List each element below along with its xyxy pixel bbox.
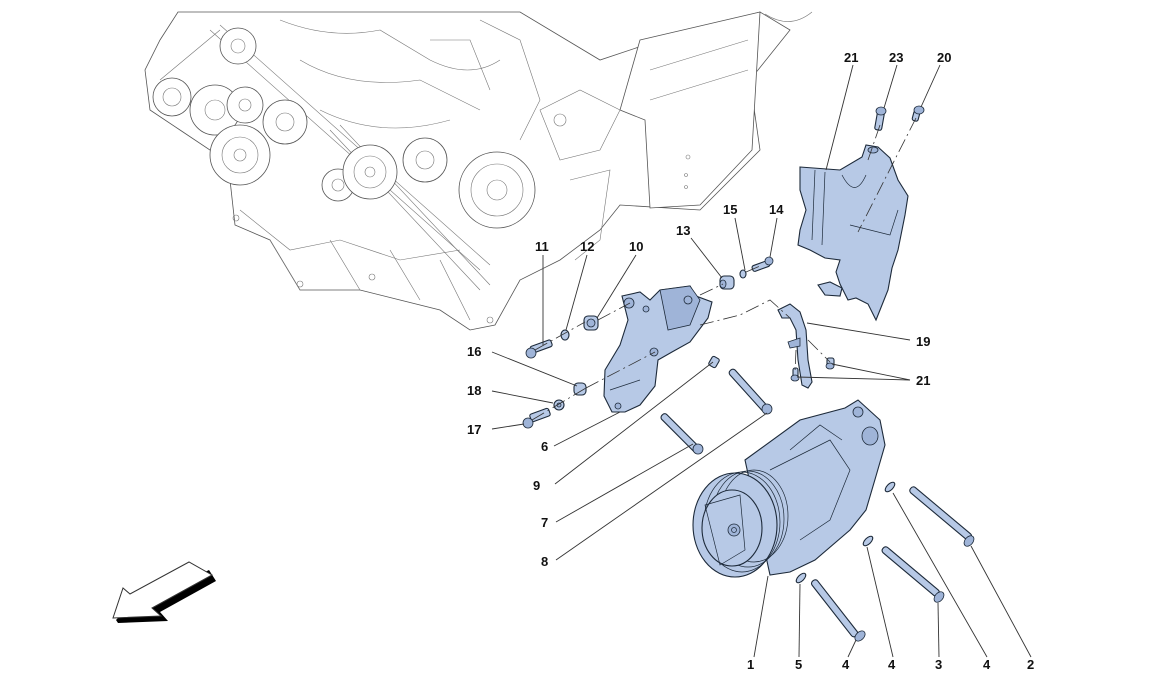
callout-19: 18 xyxy=(467,383,481,398)
callout-2: 2 xyxy=(1027,657,1034,672)
bolt-part-23 xyxy=(874,106,887,131)
callout-5: 4 xyxy=(842,657,850,672)
callout-18: 17 xyxy=(467,422,481,437)
bolt-part-3 xyxy=(881,546,945,603)
callout-4-upper: 4 xyxy=(983,657,991,672)
washer-part-16 xyxy=(739,269,747,279)
callout-15: 14 xyxy=(769,202,784,217)
callout-13: 12 xyxy=(580,239,594,254)
callout-21-lower: 21 xyxy=(916,373,930,388)
compressor-bracket-part-7 xyxy=(603,285,713,413)
bushing-part-11 xyxy=(583,315,599,331)
callout-6: 5 xyxy=(795,657,802,672)
front-direction-arrow-icon xyxy=(112,561,216,623)
callout-3: 3 xyxy=(935,657,942,672)
bolt-part-5 xyxy=(810,579,866,642)
callout-16: 15 xyxy=(723,202,737,217)
callout-8: 7 xyxy=(541,515,548,530)
bolt-part-15 xyxy=(751,256,774,272)
ac-compressor-part-1 xyxy=(692,399,886,578)
callout-12: 11 xyxy=(535,239,549,254)
callout-7: 6 xyxy=(541,439,548,454)
pulley-group xyxy=(152,27,536,229)
callout-22: 21 xyxy=(844,50,858,65)
assembly-axis-lines xyxy=(531,117,917,421)
heat-shield-part-22 xyxy=(797,144,909,322)
callout-23: 23 xyxy=(889,50,903,65)
callout-14: 13 xyxy=(676,223,690,238)
callout-11: 10 xyxy=(629,239,643,254)
callout-17: 16 xyxy=(467,344,481,359)
callout-21-top: 20 xyxy=(937,50,951,65)
callout-leader-lines xyxy=(491,64,1032,658)
bolt-part-12 xyxy=(525,339,553,359)
callout-1: 1 xyxy=(747,657,754,672)
bolt-part-2 xyxy=(909,486,975,547)
bolt-part-21-lower-b xyxy=(790,367,800,382)
callout-10: 9 xyxy=(533,478,540,493)
bolt-part-9 xyxy=(728,368,773,415)
bolt-part-21-lower-a xyxy=(825,357,835,370)
engine-block-drawing xyxy=(144,11,813,331)
bolt-part-8 xyxy=(660,413,704,455)
pipe-bracket-part-20 xyxy=(777,303,813,389)
callout-9: 8 xyxy=(541,554,548,569)
washer-part-6 xyxy=(795,572,807,584)
washer-part-4-upper xyxy=(884,481,896,493)
bolt-part-21-top xyxy=(911,105,925,122)
callout-4-lower: 4 xyxy=(888,657,896,672)
callout-labels: 21 23 20 11 12 10 13 15 14 16 18 17 6 9 … xyxy=(467,50,1034,672)
callout-20: 19 xyxy=(916,334,930,349)
washer-part-4-lower xyxy=(862,535,874,547)
bushing-part-14 xyxy=(719,275,735,290)
bolt-part-18 xyxy=(522,407,551,429)
stud-part-10 xyxy=(708,355,720,369)
